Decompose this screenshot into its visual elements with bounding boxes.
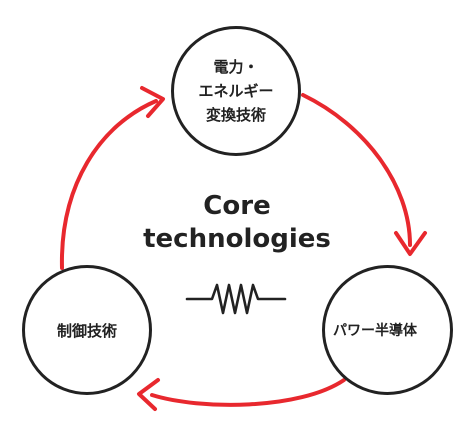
node-power-energy-conversion: 電力・ エネルギー 変換技術 xyxy=(171,26,301,156)
center-title: Core technologies xyxy=(143,191,331,254)
resistor-icon xyxy=(185,283,287,315)
arrow-right-to-left-head xyxy=(137,378,160,411)
arrow-left-to-top-head xyxy=(140,86,165,118)
arrow-right-to-left xyxy=(150,378,346,407)
node-left-label: 制御技術 xyxy=(56,321,117,340)
node-right-label: パワー半導体 xyxy=(333,323,417,339)
node-power-semiconductor: パワー半導体 xyxy=(322,265,453,395)
arrow-top-to-right-head xyxy=(394,231,427,256)
node-control-technology: 制御技術 xyxy=(22,265,152,395)
node-top-label: 電力・ エネルギー 変換技術 xyxy=(198,58,274,124)
arrow-left-to-top xyxy=(59,99,158,270)
arrow-top-to-right xyxy=(301,93,412,247)
